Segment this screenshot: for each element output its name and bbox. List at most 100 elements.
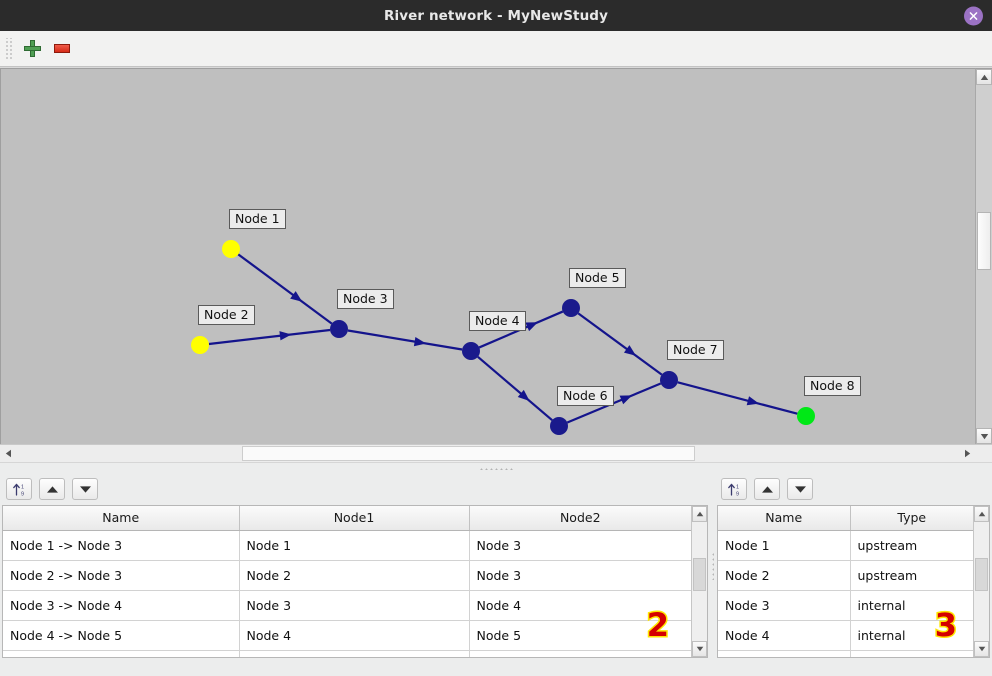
- graph-node-node8[interactable]: [797, 407, 815, 425]
- reaches-vertical-scrollbar[interactable]: [691, 506, 707, 657]
- table-cell[interactable]: Node 2: [718, 560, 851, 591]
- edge-node1-node3[interactable]: [237, 253, 333, 325]
- nodes-vscroll-thumb[interactable]: [975, 557, 988, 591]
- table-cell[interactable]: Node 2 -> Node 3: [3, 560, 240, 591]
- edge-node6-node7[interactable]: [566, 382, 662, 424]
- graph-node-label-node6[interactable]: Node 6: [557, 386, 614, 407]
- graph-node-node4[interactable]: [462, 342, 480, 360]
- edge-node7-node8[interactable]: [677, 381, 798, 415]
- reaches-table-row[interactable]: [3, 650, 691, 657]
- graph-node-node2[interactable]: [191, 336, 209, 354]
- table-cell[interactable]: [718, 650, 851, 657]
- table-cell[interactable]: Node 2: [239, 560, 470, 591]
- canvas-vertical-scrollbar[interactable]: [975, 68, 992, 444]
- column-header-name[interactable]: Name: [3, 506, 240, 531]
- canvas-horizontal-scrollbar[interactable]: [0, 444, 992, 462]
- reaches-scroll-up-icon[interactable]: [692, 506, 707, 522]
- graph-node-node5[interactable]: [562, 299, 580, 317]
- move-down-icon[interactable]: [72, 478, 98, 500]
- edge-node3-node4[interactable]: [347, 329, 463, 351]
- table-cell[interactable]: Node 3: [239, 590, 470, 621]
- canvas-vscroll-thumb[interactable]: [977, 211, 991, 271]
- reaches-vscroll-thumb[interactable]: [693, 557, 706, 591]
- table-cell[interactable]: [3, 650, 240, 657]
- table-cell[interactable]: [469, 650, 691, 657]
- toolbar-grip[interactable]: [4, 37, 13, 60]
- scroll-right-icon[interactable]: [959, 445, 975, 462]
- table-cell[interactable]: [850, 650, 973, 657]
- edge-node5-node7[interactable]: [577, 312, 663, 376]
- graph-node-label-node2[interactable]: Node 2: [198, 305, 255, 326]
- graph-node-label-node8[interactable]: Node 8: [804, 376, 861, 397]
- table-cell[interactable]: Node 4: [239, 620, 470, 651]
- graph-node-node6[interactable]: [550, 417, 568, 435]
- reaches-vscroll-track[interactable]: [692, 522, 707, 641]
- graph-node-node3[interactable]: [330, 320, 348, 338]
- graph-node-label-node4[interactable]: Node 4: [469, 311, 526, 332]
- scroll-up-icon[interactable]: [976, 69, 992, 85]
- column-header-type[interactable]: Type: [850, 506, 973, 531]
- table-cell[interactable]: Node 3: [718, 590, 851, 621]
- nodes-sort-ascending-icon[interactable]: 1 9: [721, 478, 747, 500]
- table-cell[interactable]: upstream: [850, 530, 973, 561]
- column-header-node2[interactable]: Node2: [469, 506, 691, 531]
- canvas-vscroll-track[interactable]: [976, 85, 992, 428]
- table-cell[interactable]: Node 4 -> Node 5: [3, 620, 240, 651]
- edge-node2-node3[interactable]: [208, 328, 331, 346]
- scroll-left-icon[interactable]: [0, 445, 16, 462]
- graph-node-label-node3[interactable]: Node 3: [337, 289, 394, 310]
- sort-ascending-icon[interactable]: 1 9: [6, 478, 32, 500]
- reaches-scroll-down-icon[interactable]: [692, 641, 707, 657]
- close-icon[interactable]: [964, 6, 983, 25]
- nodes-move-down-icon[interactable]: [787, 478, 813, 500]
- edge-node4-node6[interactable]: [477, 356, 553, 421]
- nodes-move-up-icon[interactable]: [754, 478, 780, 500]
- nodes-scroll-up-icon[interactable]: [974, 506, 989, 522]
- graph-node-node7[interactable]: [660, 371, 678, 389]
- table-cell[interactable]: Node 1: [718, 530, 851, 561]
- table-cell[interactable]: Node 4: [718, 620, 851, 651]
- table-cell[interactable]: Node 3: [469, 530, 691, 561]
- add-node-button[interactable]: [17, 34, 47, 64]
- canvas-hscroll-thumb[interactable]: [242, 446, 695, 461]
- graph-node-label-node5[interactable]: Node 5: [569, 268, 626, 289]
- table-cell[interactable]: Node 1: [239, 530, 470, 561]
- table-cell[interactable]: Node 5: [469, 620, 691, 651]
- vertical-splitter[interactable]: [710, 473, 715, 658]
- graph-node-label-node1[interactable]: Node 1: [229, 209, 286, 230]
- graph-node-label-node7[interactable]: Node 7: [667, 340, 724, 361]
- table-cell[interactable]: internal: [850, 620, 973, 651]
- table-cell[interactable]: upstream: [850, 560, 973, 591]
- nodes-vertical-scrollbar[interactable]: [973, 506, 989, 657]
- table-cell[interactable]: Node 3 -> Node 4: [3, 590, 240, 621]
- horizontal-splitter[interactable]: [0, 462, 992, 473]
- graph-node-node1[interactable]: [222, 240, 240, 258]
- table-cell[interactable]: internal: [850, 590, 973, 621]
- column-header-node1[interactable]: Node1: [239, 506, 470, 531]
- move-up-icon[interactable]: [39, 478, 65, 500]
- nodes-table-row[interactable]: [718, 650, 973, 657]
- nodes-vscroll-track[interactable]: [974, 522, 989, 641]
- canvas-hscroll-track[interactable]: [16, 445, 959, 462]
- table-cell[interactable]: Node 4: [469, 590, 691, 621]
- scroll-down-icon[interactable]: [976, 428, 992, 444]
- column-header-name[interactable]: Name: [718, 506, 851, 531]
- nodes-scroll-down-icon[interactable]: [974, 641, 989, 657]
- delete-node-button[interactable]: [47, 34, 77, 64]
- table-cell[interactable]: Node 3: [469, 560, 691, 591]
- table-cell[interactable]: [239, 650, 470, 657]
- table-cell[interactable]: Node 1 -> Node 3: [3, 530, 240, 561]
